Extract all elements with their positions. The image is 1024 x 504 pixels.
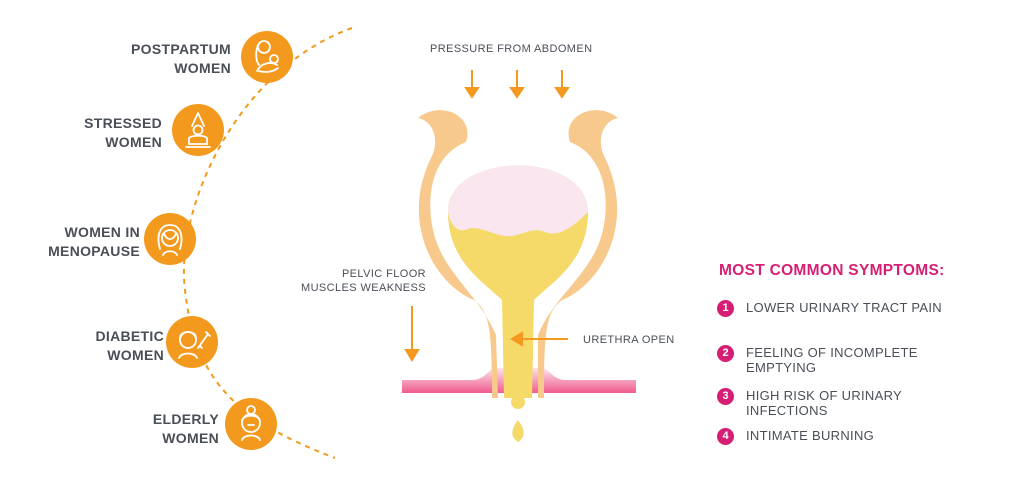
urethra-arrow — [510, 331, 568, 347]
group-label-diabetic: DIABETIC WOMEN — [95, 328, 164, 363]
symptom-number: 4 — [717, 428, 734, 445]
woman-face-icon — [144, 213, 196, 265]
bladder-air-space — [448, 165, 588, 237]
pressure-label: PRESSURE FROM ABDOMEN — [430, 43, 593, 55]
mother-baby-icon — [241, 31, 293, 83]
symptom-number: 3 — [717, 388, 734, 405]
group-label-stressed: STRESSED WOMEN — [84, 115, 162, 150]
urine-drop — [512, 420, 524, 442]
pelvic-floor-label: PELVIC FLOOR MUSCLES WEAKNESS — [301, 268, 426, 294]
symptom-number: 1 — [717, 300, 734, 317]
elderly-woman-icon — [225, 398, 277, 450]
syringe-woman-icon — [166, 316, 218, 368]
group-label-postpartum: POSTPARTUM WOMEN — [131, 41, 231, 76]
group-label-menopause: WOMEN IN MENOPAUSE — [48, 224, 140, 259]
symptom-text: FEELING OF INCOMPLETE EMPTYING — [746, 345, 918, 375]
symptom-text: LOWER URINARY TRACT PAIN — [746, 300, 942, 315]
pelvic-arrow — [404, 306, 420, 362]
symptoms-title: MOST COMMON SYMPTOMS: — [719, 262, 945, 279]
pressure-arrows — [464, 70, 570, 99]
symptom-number: 2 — [717, 345, 734, 362]
urethra-label: URETHRA OPEN — [583, 334, 675, 346]
symptom-text: INTIMATE BURNING — [746, 428, 875, 443]
meditation-icon — [172, 104, 224, 156]
urine-drop — [511, 395, 525, 409]
bladder-wall — [418, 110, 618, 399]
symptom-text: HIGH RISK OF URINARY INFECTIONS — [746, 388, 903, 418]
group-label-elderly: ELDERLY WOMEN — [152, 411, 219, 446]
